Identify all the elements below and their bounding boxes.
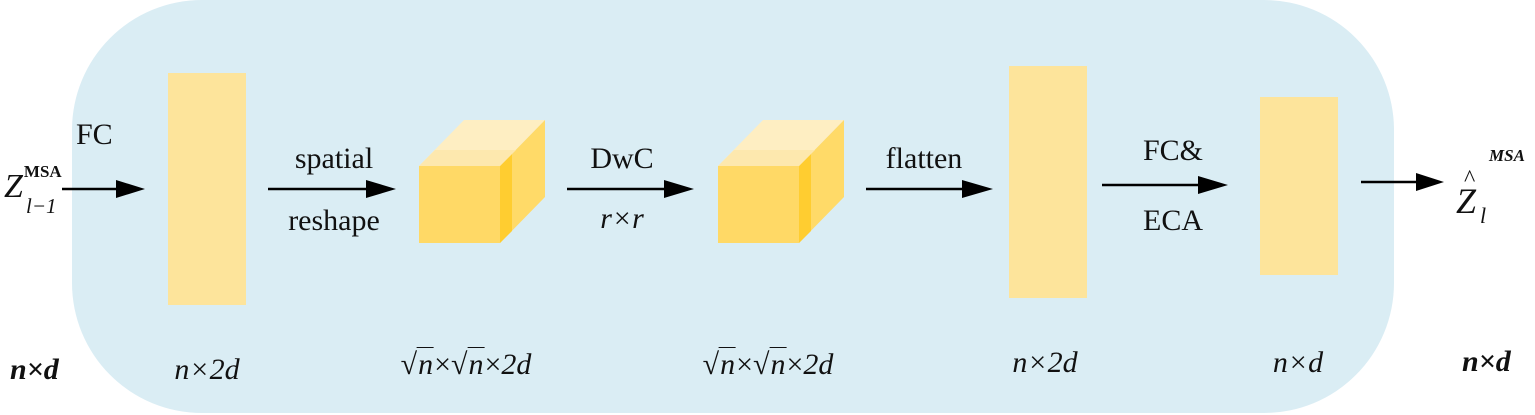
arrow-dwc <box>567 180 694 198</box>
op-label-spatial: spatial <box>294 142 374 175</box>
hat-accent: ^ <box>1464 166 1476 192</box>
dim-output: n×d <box>1462 345 1511 378</box>
output-superscript: MSA <box>1489 146 1525 165</box>
op-label-dwc: DwC <box>590 142 654 175</box>
op-label-fc-and: FC& <box>1142 134 1204 167</box>
dim-flatten-bar: n×2d <box>1012 346 1078 379</box>
arrow-fc-eca <box>1102 176 1228 194</box>
op-label-kernel-size: r×r <box>600 202 644 235</box>
dim-cube-dwc: √n×√n×2d <box>702 347 834 381</box>
arrow-spatial-reshape <box>268 180 396 198</box>
arrow-flatten <box>866 180 993 198</box>
output-subscript: l <box>1480 203 1487 228</box>
dim-cube-reshape: √n×√n×2d <box>400 347 532 381</box>
arrow-input-fc <box>62 180 145 198</box>
feature-bar-flatten <box>1009 66 1087 298</box>
dim-fc-bar: n×2d <box>174 353 240 386</box>
cube-spatial-reshape <box>419 120 545 243</box>
cube-dwc <box>718 120 844 243</box>
op-label-flatten: flatten <box>885 142 963 175</box>
op-label-reshape: reshape <box>288 204 380 237</box>
input-superscript: MSA <box>23 162 62 181</box>
op-label-eca: ECA <box>1143 204 1203 237</box>
dim-input: n×d <box>10 353 59 386</box>
output-symbol: Z ^ l <box>1456 166 1487 228</box>
op-label-fc: FC <box>76 118 113 151</box>
arrow-output <box>1361 173 1444 191</box>
dim-eca-bar: n×d <box>1272 346 1324 379</box>
input-subscript: l−1 <box>26 194 57 218</box>
feature-bar-eca <box>1260 97 1338 275</box>
feature-bar-fc <box>168 73 246 305</box>
